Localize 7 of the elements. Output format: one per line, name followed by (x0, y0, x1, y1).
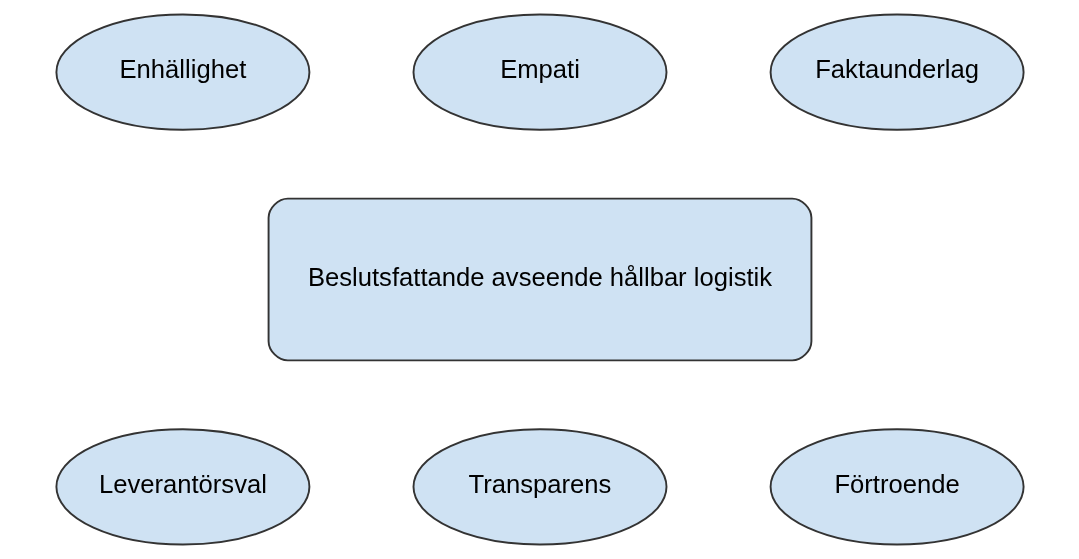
node-ellipse: Faktaunderlag (769, 13, 1025, 131)
node-box: Beslutsfattande avseende hållbar logistik (267, 197, 812, 362)
node-ellipse: Enhällighet (54, 13, 310, 131)
node-ellipse: Transparens (412, 428, 667, 546)
node-ellipse: Förtroende (769, 428, 1025, 546)
node-ellipse: Leverantörsval (54, 428, 310, 546)
node-ellipse: Empati (412, 13, 667, 131)
